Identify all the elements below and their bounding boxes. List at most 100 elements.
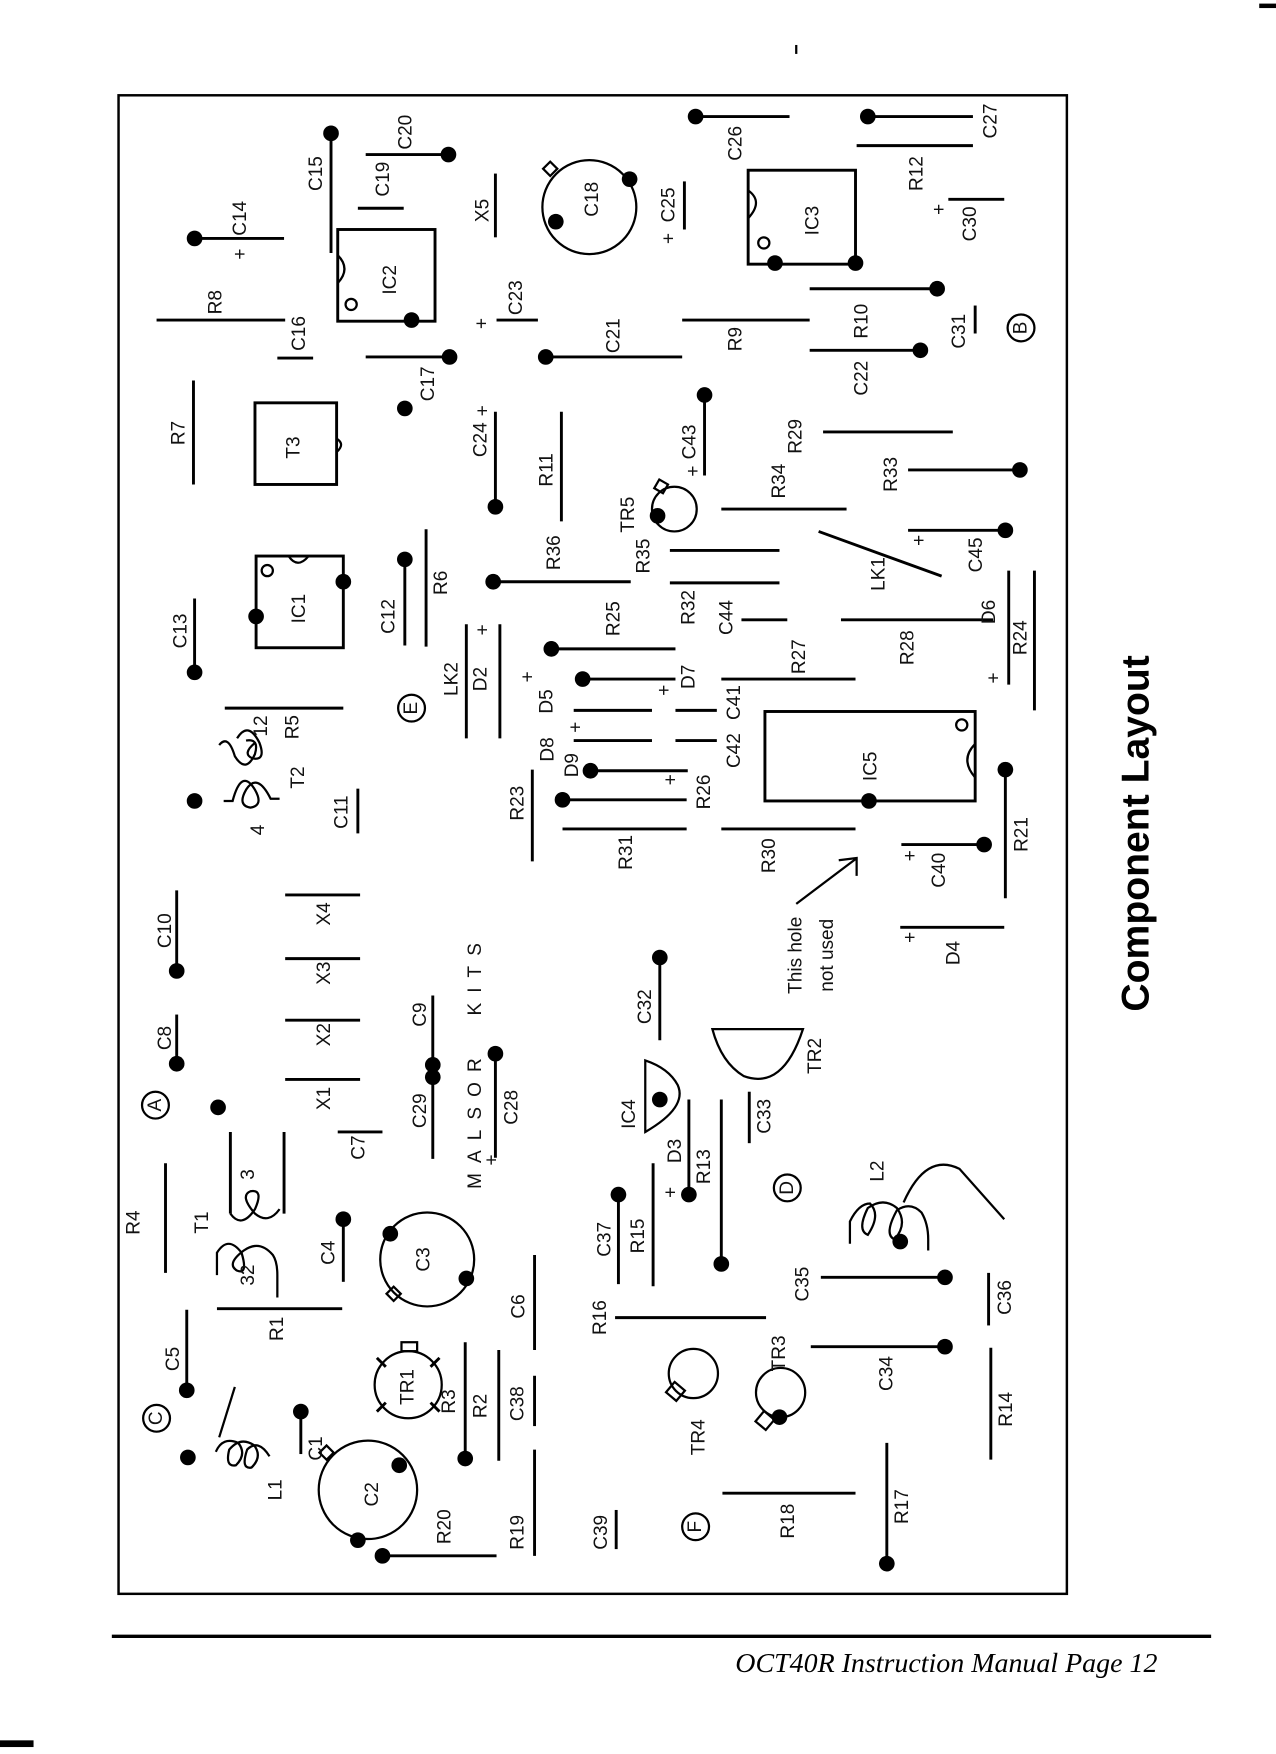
component-label: R31 bbox=[616, 835, 637, 870]
component-label: C24 bbox=[470, 422, 491, 457]
component-label: C6 bbox=[508, 1294, 529, 1318]
pin-number: 12 bbox=[251, 715, 272, 736]
component-outline bbox=[218, 1386, 236, 1438]
component-label: C26 bbox=[725, 126, 746, 161]
scan-mark bbox=[795, 44, 798, 54]
solder-pad bbox=[861, 793, 877, 809]
solder-pad bbox=[186, 664, 203, 681]
component-label: C32 bbox=[635, 989, 656, 1024]
component-label: R26 bbox=[694, 775, 715, 810]
component-label: X5 bbox=[473, 199, 494, 222]
solder-pad bbox=[547, 213, 564, 230]
component-label: R1 bbox=[267, 1317, 288, 1341]
component-outline bbox=[287, 555, 310, 564]
component-label: T1 bbox=[192, 1211, 213, 1233]
solder-pad bbox=[391, 1457, 408, 1474]
component-label: C40 bbox=[929, 853, 950, 888]
arrow-icon bbox=[795, 856, 858, 905]
solder-pad bbox=[382, 1225, 399, 1242]
component-label: IC2 bbox=[380, 265, 401, 295]
component-label: TR1 bbox=[398, 1369, 419, 1405]
component-label: C31 bbox=[949, 314, 970, 349]
component-label: C16 bbox=[289, 316, 310, 351]
test-point-f: F bbox=[685, 1521, 706, 1533]
component-label: R12 bbox=[907, 156, 928, 191]
solder-pad bbox=[554, 792, 571, 808]
solder-pad bbox=[878, 1555, 895, 1572]
component-label: R11 bbox=[536, 453, 557, 486]
component-label: R19 bbox=[507, 1515, 528, 1550]
polarity-mark: + bbox=[683, 465, 704, 476]
component-label: R10 bbox=[852, 304, 873, 339]
component-outline bbox=[902, 1163, 1006, 1220]
component-label: R7 bbox=[168, 421, 189, 445]
component-outline bbox=[650, 485, 698, 533]
component-label: R35 bbox=[634, 539, 655, 574]
component-outline bbox=[966, 743, 977, 779]
pin-number: 32 bbox=[238, 1265, 259, 1286]
solder-pad bbox=[610, 1186, 627, 1203]
component-label: TR3 bbox=[769, 1335, 790, 1371]
test-point-c: C bbox=[146, 1411, 167, 1425]
component-label: C10 bbox=[155, 913, 176, 948]
lead-line bbox=[375, 1356, 387, 1368]
ic-body bbox=[336, 228, 437, 323]
component-label: C30 bbox=[960, 206, 981, 241]
component-label: D2 bbox=[470, 667, 491, 691]
component-label: X3 bbox=[314, 962, 335, 985]
component-label: R9 bbox=[725, 327, 746, 351]
solder-pad bbox=[859, 108, 876, 125]
polarity-mark: + bbox=[473, 624, 494, 635]
component-label: C34 bbox=[876, 1356, 897, 1391]
solder-pad bbox=[997, 761, 1014, 778]
solder-pad bbox=[180, 1449, 196, 1466]
component-label: C18 bbox=[582, 182, 603, 217]
solder-pad bbox=[397, 400, 413, 417]
component-outline bbox=[140, 1090, 170, 1120]
solder-pad bbox=[997, 522, 1014, 539]
component-label: D3 bbox=[665, 1139, 686, 1163]
component-label: C43 bbox=[680, 425, 701, 460]
component-label: C1 bbox=[306, 1436, 327, 1460]
solder-pad bbox=[912, 342, 929, 359]
component-label: R18 bbox=[778, 1504, 799, 1539]
solder-pad bbox=[186, 793, 203, 809]
component-outline bbox=[260, 563, 274, 578]
solder-pad bbox=[441, 349, 458, 365]
component-label: C3 bbox=[413, 1247, 434, 1271]
component-label: IC5 bbox=[861, 751, 882, 781]
solder-pad bbox=[374, 1547, 391, 1564]
component-outline bbox=[317, 1439, 419, 1541]
component-outline bbox=[667, 1347, 720, 1400]
component-label: C38 bbox=[507, 1386, 528, 1421]
test-point-a: A bbox=[145, 1098, 166, 1111]
solder-pad bbox=[976, 836, 992, 853]
component-label: C33 bbox=[754, 1099, 775, 1134]
polarity-mark: + bbox=[565, 722, 586, 733]
note-line-2: not used bbox=[817, 919, 838, 992]
solder-pad bbox=[847, 255, 864, 271]
component-label: LK1 bbox=[868, 557, 889, 591]
component-label: C22 bbox=[852, 361, 873, 396]
solder-pad bbox=[485, 573, 502, 590]
component-label: C5 bbox=[163, 1347, 184, 1371]
component-outline bbox=[335, 437, 343, 453]
component-label: C37 bbox=[595, 1222, 616, 1257]
polarity-mark: + bbox=[929, 204, 950, 215]
polarity-mark: + bbox=[909, 535, 930, 546]
component-label: C19 bbox=[373, 162, 394, 197]
tab bbox=[317, 1443, 336, 1462]
component-label: IC1 bbox=[289, 594, 310, 624]
solder-pad bbox=[713, 1256, 730, 1272]
component-label: C2 bbox=[362, 1482, 383, 1506]
solder-pad bbox=[178, 1382, 195, 1399]
solder-pad bbox=[457, 1450, 474, 1467]
component-label: X2 bbox=[314, 1023, 335, 1046]
solder-pad bbox=[937, 1338, 953, 1355]
solder-pad bbox=[1012, 462, 1028, 478]
component-outline bbox=[215, 1242, 279, 1298]
polarity-mark: + bbox=[654, 685, 675, 696]
component-label: L1 bbox=[266, 1479, 287, 1500]
solder-pad bbox=[651, 1091, 668, 1108]
